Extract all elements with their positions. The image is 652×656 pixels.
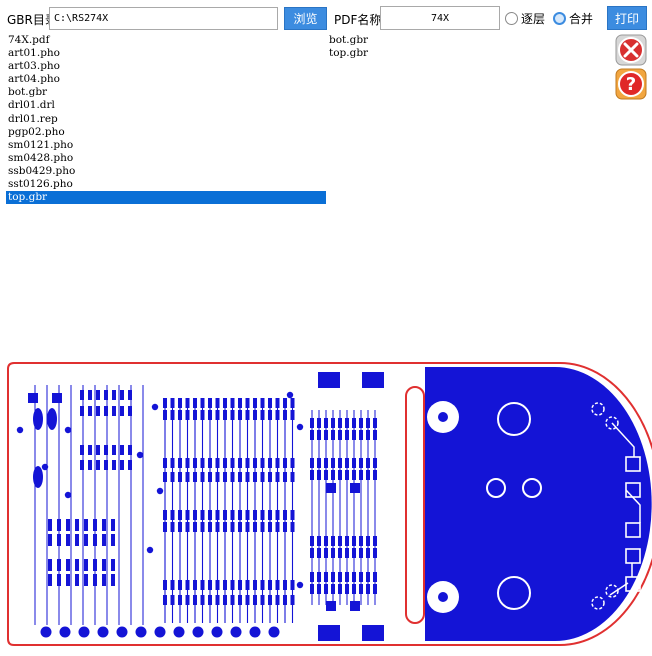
copper-features xyxy=(16,372,641,641)
list-item[interactable]: drl01.drl xyxy=(8,99,55,112)
layer-radio[interactable] xyxy=(505,12,518,25)
list-item[interactable]: pgp02.pho xyxy=(8,125,65,138)
list-item[interactable]: drl01.rep xyxy=(8,112,58,125)
list-item[interactable]: bot.gbr xyxy=(8,86,48,99)
merge-radio-label: 合并 xyxy=(569,12,594,26)
layer-radio-group[interactable]: 逐层 xyxy=(505,10,545,27)
pcb-preview xyxy=(7,362,652,646)
print-button[interactable]: 打印 xyxy=(607,6,647,30)
pdf-name-label: PDF名称 xyxy=(334,13,382,27)
help-button[interactable]: ? xyxy=(615,68,647,100)
svg-text:?: ? xyxy=(626,74,636,95)
list-item[interactable]: ssb0429.pho xyxy=(8,164,76,177)
slot-outline xyxy=(405,386,425,624)
browse-button[interactable]: 浏览 xyxy=(284,7,327,30)
close-button[interactable] xyxy=(615,34,647,66)
list-item[interactable]: sm0121.pho xyxy=(8,138,74,151)
list-item[interactable]: top.gbr xyxy=(6,191,326,205)
list-item[interactable]: sst0126.pho xyxy=(8,178,73,191)
gbr-dir-label: GBR目录 xyxy=(7,13,57,27)
close-icon xyxy=(615,34,647,66)
list-item[interactable]: art01.pho xyxy=(8,47,61,60)
pdf-name-input[interactable] xyxy=(380,6,500,30)
ground-plane xyxy=(425,367,652,641)
list-item[interactable]: bot.gbr xyxy=(329,34,369,46)
board-outline xyxy=(7,362,652,646)
layer-radio-label: 逐层 xyxy=(521,12,546,26)
list-item[interactable]: 74X.pdf xyxy=(8,34,50,46)
gbr-dir-input[interactable] xyxy=(49,7,278,30)
list-item[interactable]: top.gbr xyxy=(329,47,369,60)
help-icon: ? xyxy=(615,68,647,100)
list-item[interactable]: art03.pho xyxy=(8,60,61,73)
list-item[interactable]: sm0428.pho xyxy=(8,151,74,164)
merge-radio[interactable] xyxy=(553,12,566,25)
list-item[interactable]: art04.pho xyxy=(8,73,61,86)
merge-radio-group[interactable]: 合并 xyxy=(553,10,593,27)
